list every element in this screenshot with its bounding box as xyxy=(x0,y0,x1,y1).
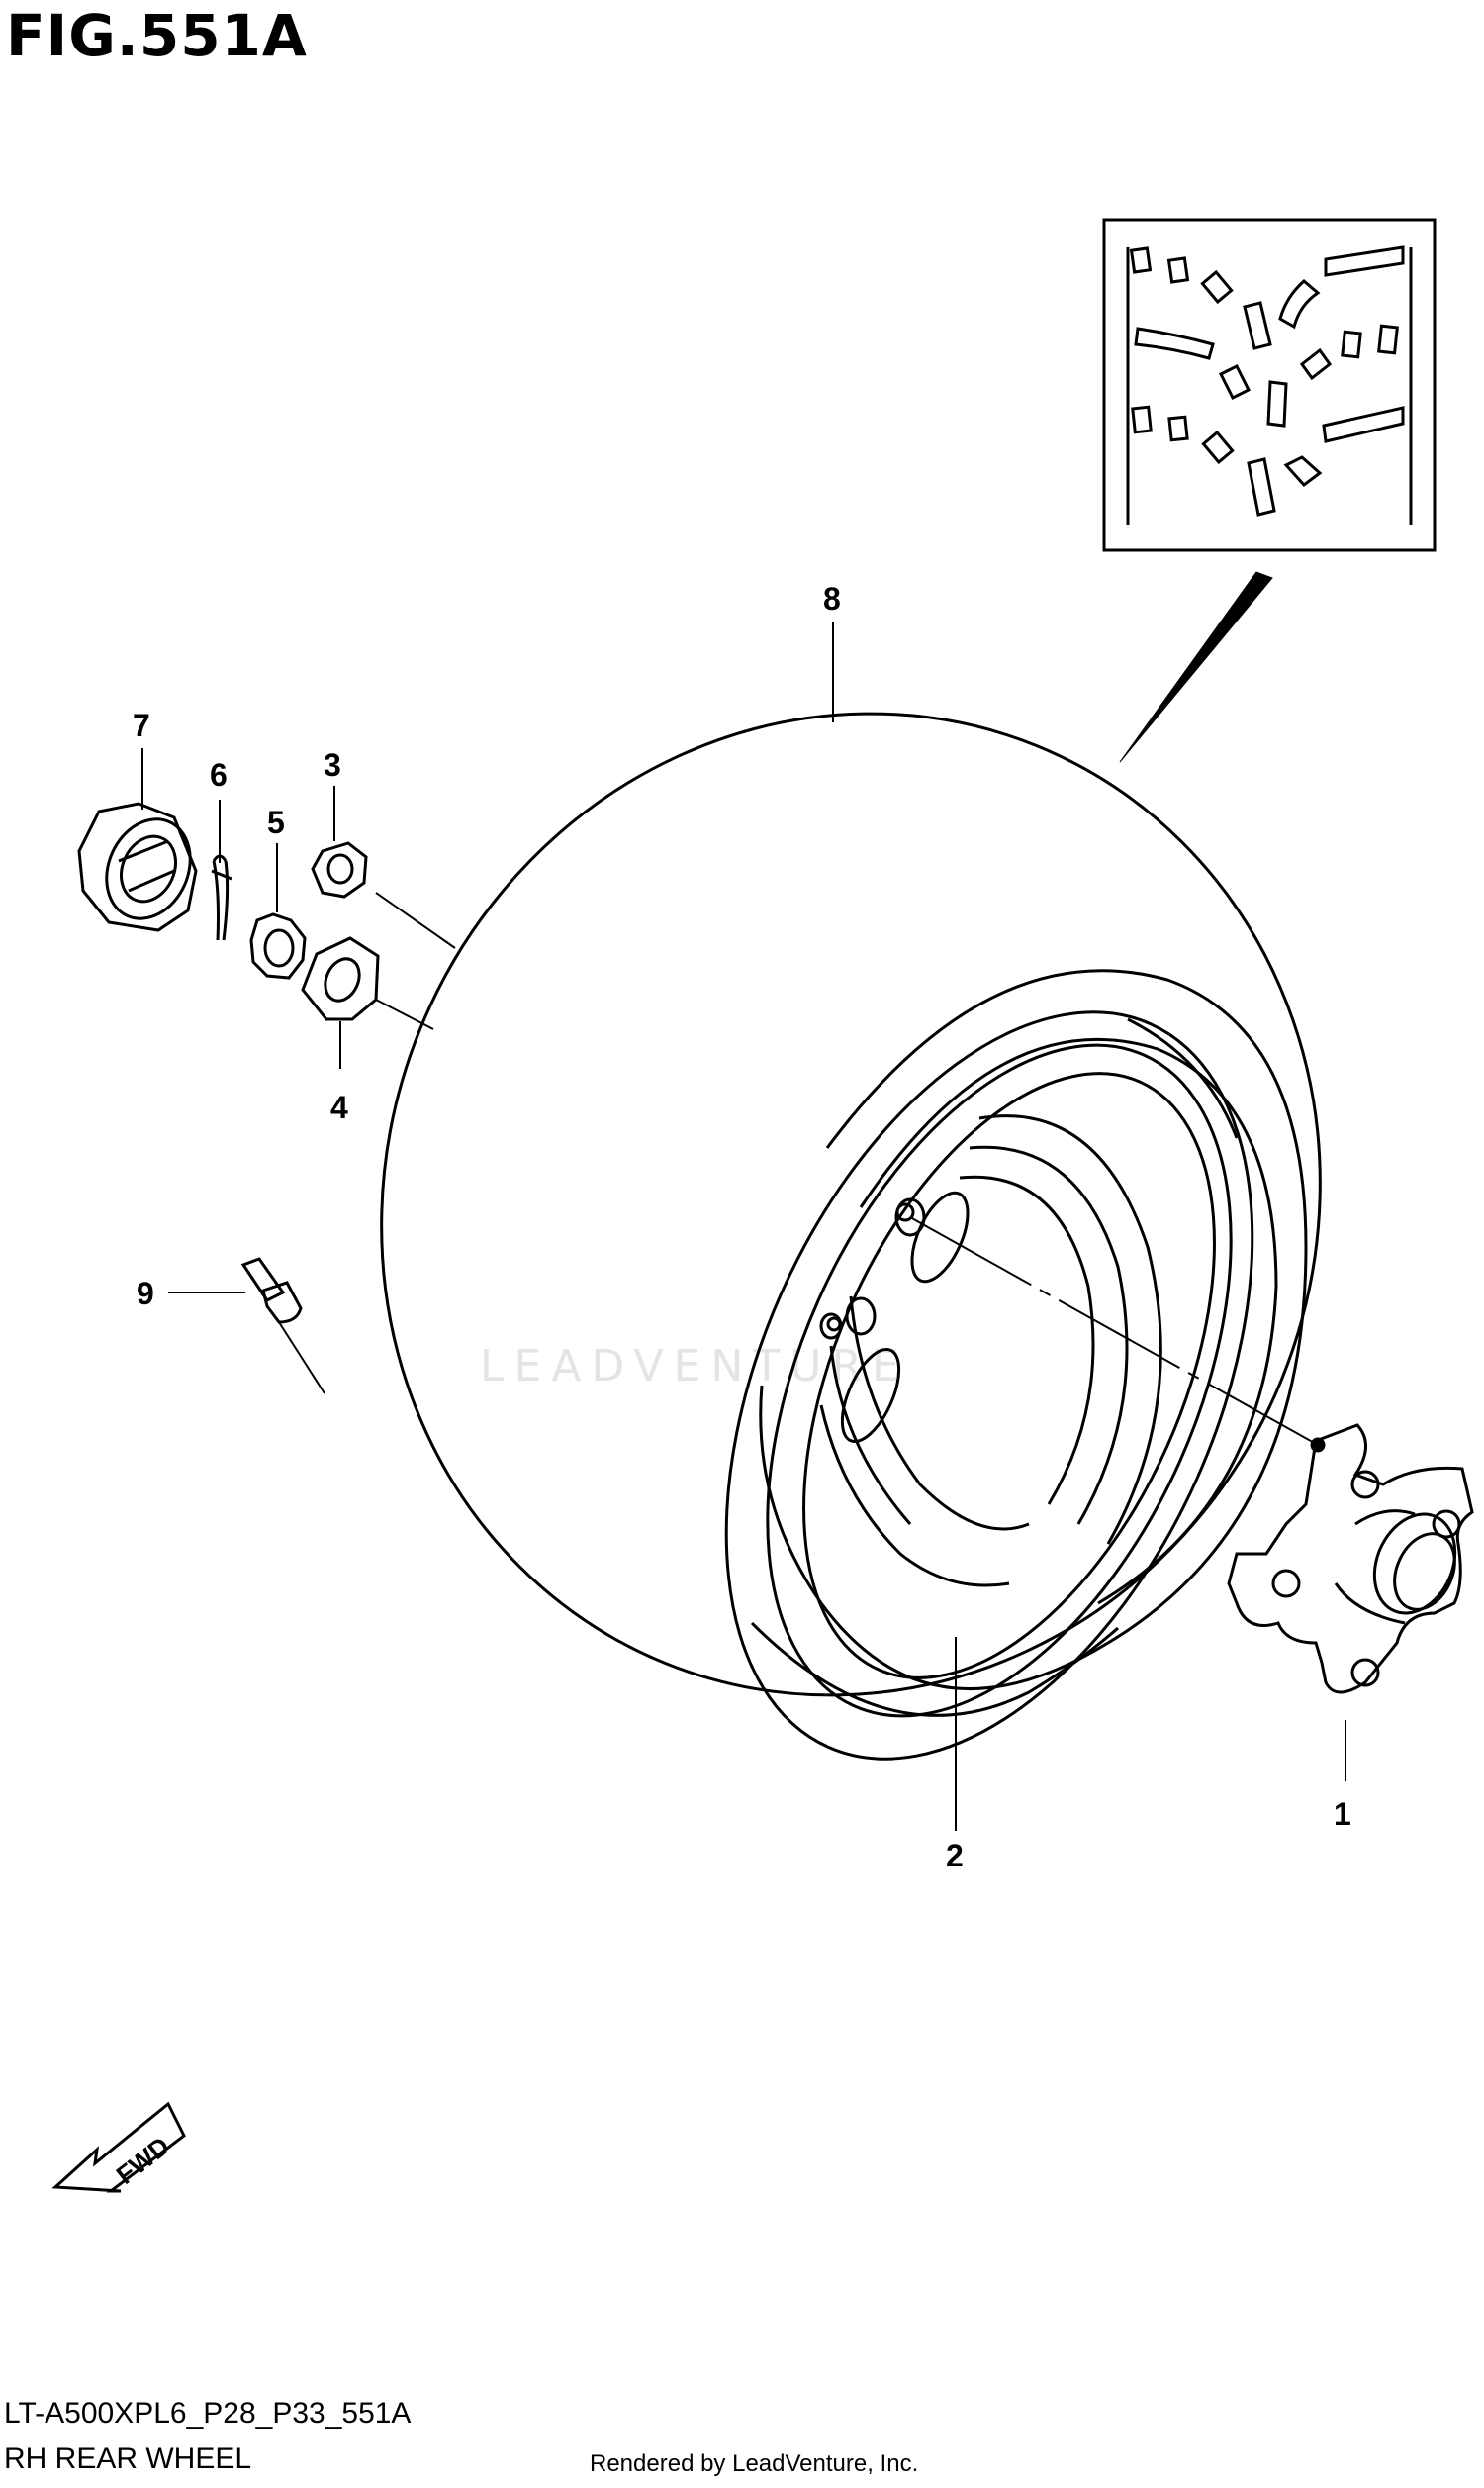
tread-detail-inset xyxy=(1102,218,1437,552)
leader-lines xyxy=(141,622,1346,1831)
callout-5: 5 xyxy=(267,805,285,840)
inset-pointer xyxy=(1119,571,1273,763)
section-name: RH REAR WHEEL xyxy=(4,2442,252,2475)
tire xyxy=(380,712,1322,1717)
washer xyxy=(301,936,380,1021)
fwd-arrow xyxy=(51,2101,186,2193)
model-code: LT-A500XPL6_P28_P33_551A xyxy=(4,2397,412,2430)
rendered-by: Rendered by LeadVenture, Inc. xyxy=(590,2450,919,2477)
wheel-nut xyxy=(311,841,368,899)
hub-cap xyxy=(77,802,198,932)
figure-title: FIG.551A xyxy=(6,2,308,69)
callout-8: 8 xyxy=(823,581,841,617)
wheel-rim xyxy=(724,1010,1254,1761)
callout-4: 4 xyxy=(330,1090,348,1125)
castle-nut xyxy=(249,912,307,980)
callout-6: 6 xyxy=(210,757,228,793)
valve-stem xyxy=(240,1257,325,1394)
callout-3: 3 xyxy=(324,747,341,783)
wheel-hub xyxy=(1227,1423,1474,1694)
callout-7: 7 xyxy=(133,708,150,743)
callout-1: 1 xyxy=(1334,1796,1351,1832)
callout-9: 9 xyxy=(137,1276,154,1311)
cotter-pin xyxy=(211,854,232,941)
callout-2: 2 xyxy=(946,1838,964,1873)
